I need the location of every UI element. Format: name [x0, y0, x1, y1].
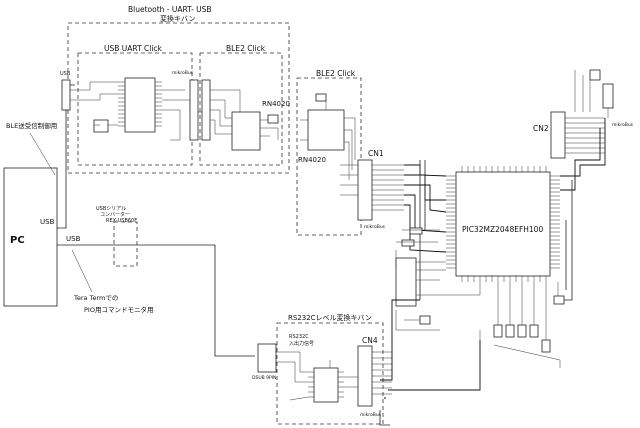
rs232c-title: RS232Cレベル変換キバン: [288, 313, 372, 322]
usb-uart-traces: [70, 81, 205, 141]
bottom-right-traces: [497, 282, 559, 345]
cn1-header: [357, 159, 373, 221]
cn4-pins: [372, 351, 392, 395]
rs232c-label-2: 入出力信号: [289, 340, 314, 347]
cn2-header: [550, 111, 566, 159]
max232-chip: [313, 367, 339, 403]
usb-serial-label-3: REX-USB60F: [106, 218, 137, 224]
usb-serial-label-1: USBシリアル: [96, 206, 126, 212]
rs232c-traces: [276, 351, 358, 401]
pic32-label: PIC32MZ2048EFH100: [462, 225, 543, 234]
ft232-pins: [118, 81, 162, 127]
rn4020-right-label: RN4020: [298, 156, 326, 164]
mikrobus-label-2: mikroBus: [364, 224, 386, 230]
mikrobus-label-3: mikroBus: [612, 122, 634, 128]
usb-uart-click-label: USB UART Click: [104, 44, 163, 53]
mikrobus-label-4: mikroBus: [360, 412, 382, 418]
rn4020-right-module: [307, 109, 345, 151]
dsub-connector: [257, 343, 277, 373]
rn4020-left-module: [231, 111, 261, 151]
ble2-click-left-box: [199, 52, 283, 166]
max232-pins: [308, 371, 344, 398]
tera-note-arrow: [71, 249, 93, 293]
ble2-click-right-box: [296, 77, 362, 236]
led-4: [529, 324, 539, 338]
mikrobus-label-1: mikroBus: [172, 70, 194, 76]
cn2-pic-bus: [560, 118, 606, 191]
led-3: [517, 324, 527, 338]
usb-line-bottom: [57, 244, 255, 357]
cn2-part-1: [589, 69, 601, 81]
tera-label-2: PIO用コマンドモニタ用: [84, 305, 153, 314]
bt-uart-subtitle: 変換キバン: [160, 14, 195, 23]
crystal: [553, 295, 565, 305]
rs232c-board: [276, 322, 384, 425]
led-1: [493, 324, 503, 338]
usb-connector: [61, 79, 71, 111]
mikrobus-header-left: [189, 79, 199, 141]
mikrobus-header-left-2: [201, 79, 211, 141]
switch-1: [419, 315, 431, 325]
pic-cap-2: [401, 239, 415, 247]
led-2: [505, 324, 515, 338]
lower-left-header: [395, 257, 417, 307]
cn4-label: CN4: [362, 336, 378, 345]
cn1-pins: [340, 164, 404, 211]
right-bus-trunk: [560, 180, 573, 301]
cn4-header: [357, 345, 373, 407]
pc-box: [3, 167, 58, 307]
usb-connector-label: USB: [60, 71, 71, 77]
ble-note-label: BLE送受信制御用: [6, 121, 57, 130]
led-5: [541, 339, 551, 353]
usb-serial-label-2: コンバーター: [100, 211, 130, 218]
lower-left-traces: [395, 261, 481, 331]
pic32-pins: [446, 166, 560, 282]
pic32-chip: [455, 171, 551, 277]
pic-cap-1: [409, 227, 423, 235]
tera-label-1: Tera Termでの: [73, 294, 118, 302]
rn4020-left-traces: [210, 89, 279, 140]
rn4020-left-part: [267, 114, 279, 124]
bt-uart-title: Bluetooth - UART- USB: [128, 5, 212, 14]
ble-note-arrow: [29, 132, 56, 176]
cn4-pic-bus: [380, 299, 481, 399]
usb-line-top: [57, 84, 75, 229]
dsub-label: DSUB 9PIN: [252, 375, 276, 381]
cn1-label: CN1: [368, 149, 384, 158]
cn2-label: CN2: [533, 124, 549, 133]
cn2-part-2: [602, 83, 614, 109]
ble2-click-left-label: BLE2 Click: [226, 44, 266, 53]
rs232c-label-1: RS232C: [289, 334, 309, 340]
usb-serial-box: [113, 221, 138, 267]
usb-regulator: [93, 119, 109, 133]
cn2-pins: [565, 117, 605, 154]
ble2-right-traces: [300, 101, 356, 180]
cn4-gnd: [379, 410, 390, 426]
ft232-chip: [124, 77, 156, 133]
usb-top-label: USB: [40, 218, 55, 226]
cn2-top-traces: [574, 70, 609, 118]
ble2-right-part: [315, 93, 327, 102]
rn4020-left-label: RN4020: [262, 100, 290, 108]
pc-label: PC: [10, 235, 25, 246]
usb-bottom-label: USB: [66, 235, 81, 243]
ble2-click-right-label: BLE2 Click: [316, 69, 356, 78]
